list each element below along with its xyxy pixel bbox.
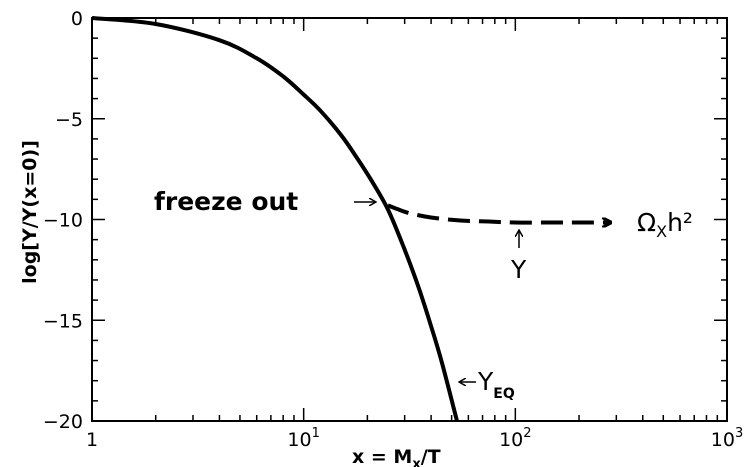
x-tick-label: 1 (86, 429, 98, 451)
axis-tick-labels: 1 101 102 103 0 −5 −10 −15 −20 (43, 8, 743, 451)
freeze-out-label: freeze out (154, 187, 298, 216)
y-tick-label: −20 (43, 411, 83, 433)
x-axis-title: x = Mx/T (352, 446, 441, 467)
y-tick-label: 0 (71, 8, 83, 30)
x-tick-label: 103 (711, 426, 743, 451)
plot-frame (91, 17, 728, 422)
y-tick-label: −15 (43, 310, 83, 332)
series-line-y (387, 203, 610, 222)
series-line-yeq (91, 16, 459, 422)
y-tick-label: −5 (55, 109, 83, 131)
omega-label: ΩXh² (637, 208, 693, 241)
axis-ticks (92, 18, 727, 421)
series-group (91, 16, 610, 422)
y-axis-title: log[Y/Y(x=0)] (19, 140, 41, 284)
y-tick-label: −10 (43, 210, 83, 232)
y-curve-label: Y (510, 255, 527, 284)
x-tick-label: 102 (499, 426, 531, 451)
x-tick-label: 101 (287, 426, 319, 451)
yeq-curve-label: YEQ (477, 367, 515, 402)
